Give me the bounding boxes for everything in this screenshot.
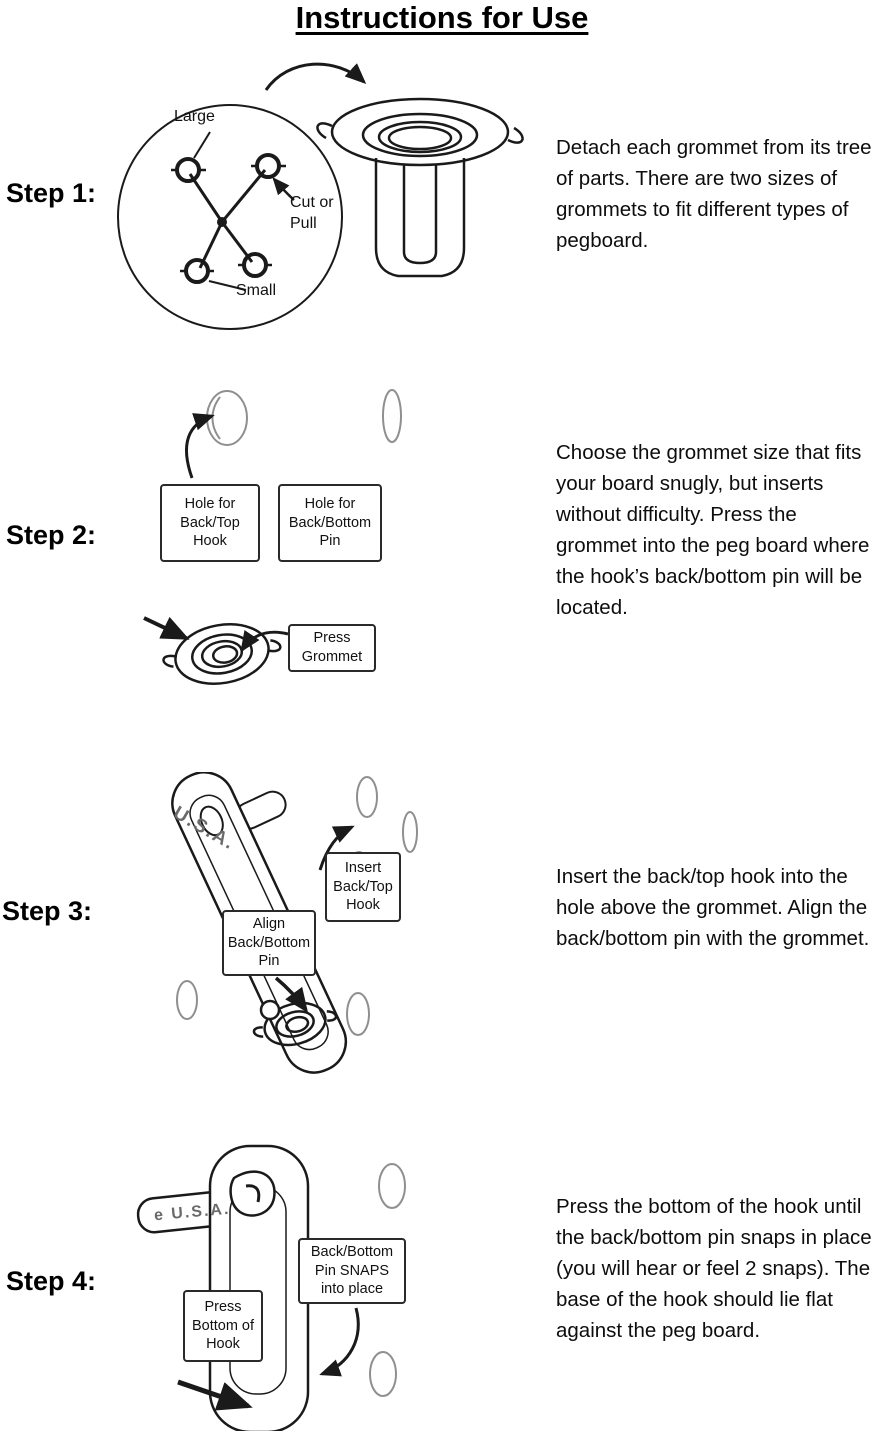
cut-or-pull-label: Cut or Pull [290, 194, 334, 232]
step-4-label: Step 4: [6, 1266, 97, 1296]
step-1-figure: Large Small Cut or Pull [110, 52, 590, 344]
small-part-label: Small [236, 282, 277, 299]
page-title: Instructions for Use [295, 0, 589, 35]
hole-back-top-callout: Hole for Back/Top Hook [160, 484, 260, 562]
pin-snaps-callout: Back/Bottom Pin SNAPS into place [298, 1238, 406, 1304]
align-back-bottom-pin-callout: Align Back/Bottom Pin [222, 910, 316, 976]
step-4-figure: e U.S.A. Back/Bottom Pin SNAPS into plac… [130, 1140, 550, 1431]
step-1-drawing [117, 62, 524, 330]
step-3-label: Step 3: [2, 896, 93, 926]
step-3-figure: U.S.A. Insert Back/Top Hook Align Back/B… [130, 772, 550, 1087]
large-part-label: Large [174, 108, 215, 125]
step-2-figure: Hole for Back/Top Hook Hole for Back/Bot… [130, 372, 550, 707]
press-grommet-callout: Press Grommet [288, 624, 376, 672]
step-4-text: Press the bottom of the hook until the b… [556, 1195, 872, 1342]
step-2-text: Choose the grommet size that fits your b… [556, 441, 870, 619]
hole-back-bottom-callout: Hole for Back/Bottom Pin [278, 484, 382, 562]
press-bottom-callout: Press Bottom of Hook [183, 1290, 263, 1362]
step-1-label: Step 1: [6, 178, 97, 208]
step-2-label: Step 2: [6, 520, 97, 550]
insert-back-top-hook-callout: Insert Back/Top Hook [325, 852, 401, 922]
step-1-text: Detach each grommet from its tree of par… [556, 136, 872, 252]
step-3-text: Insert the back/top hook into the hole a… [556, 865, 870, 950]
step-2-drawing [143, 389, 402, 685]
